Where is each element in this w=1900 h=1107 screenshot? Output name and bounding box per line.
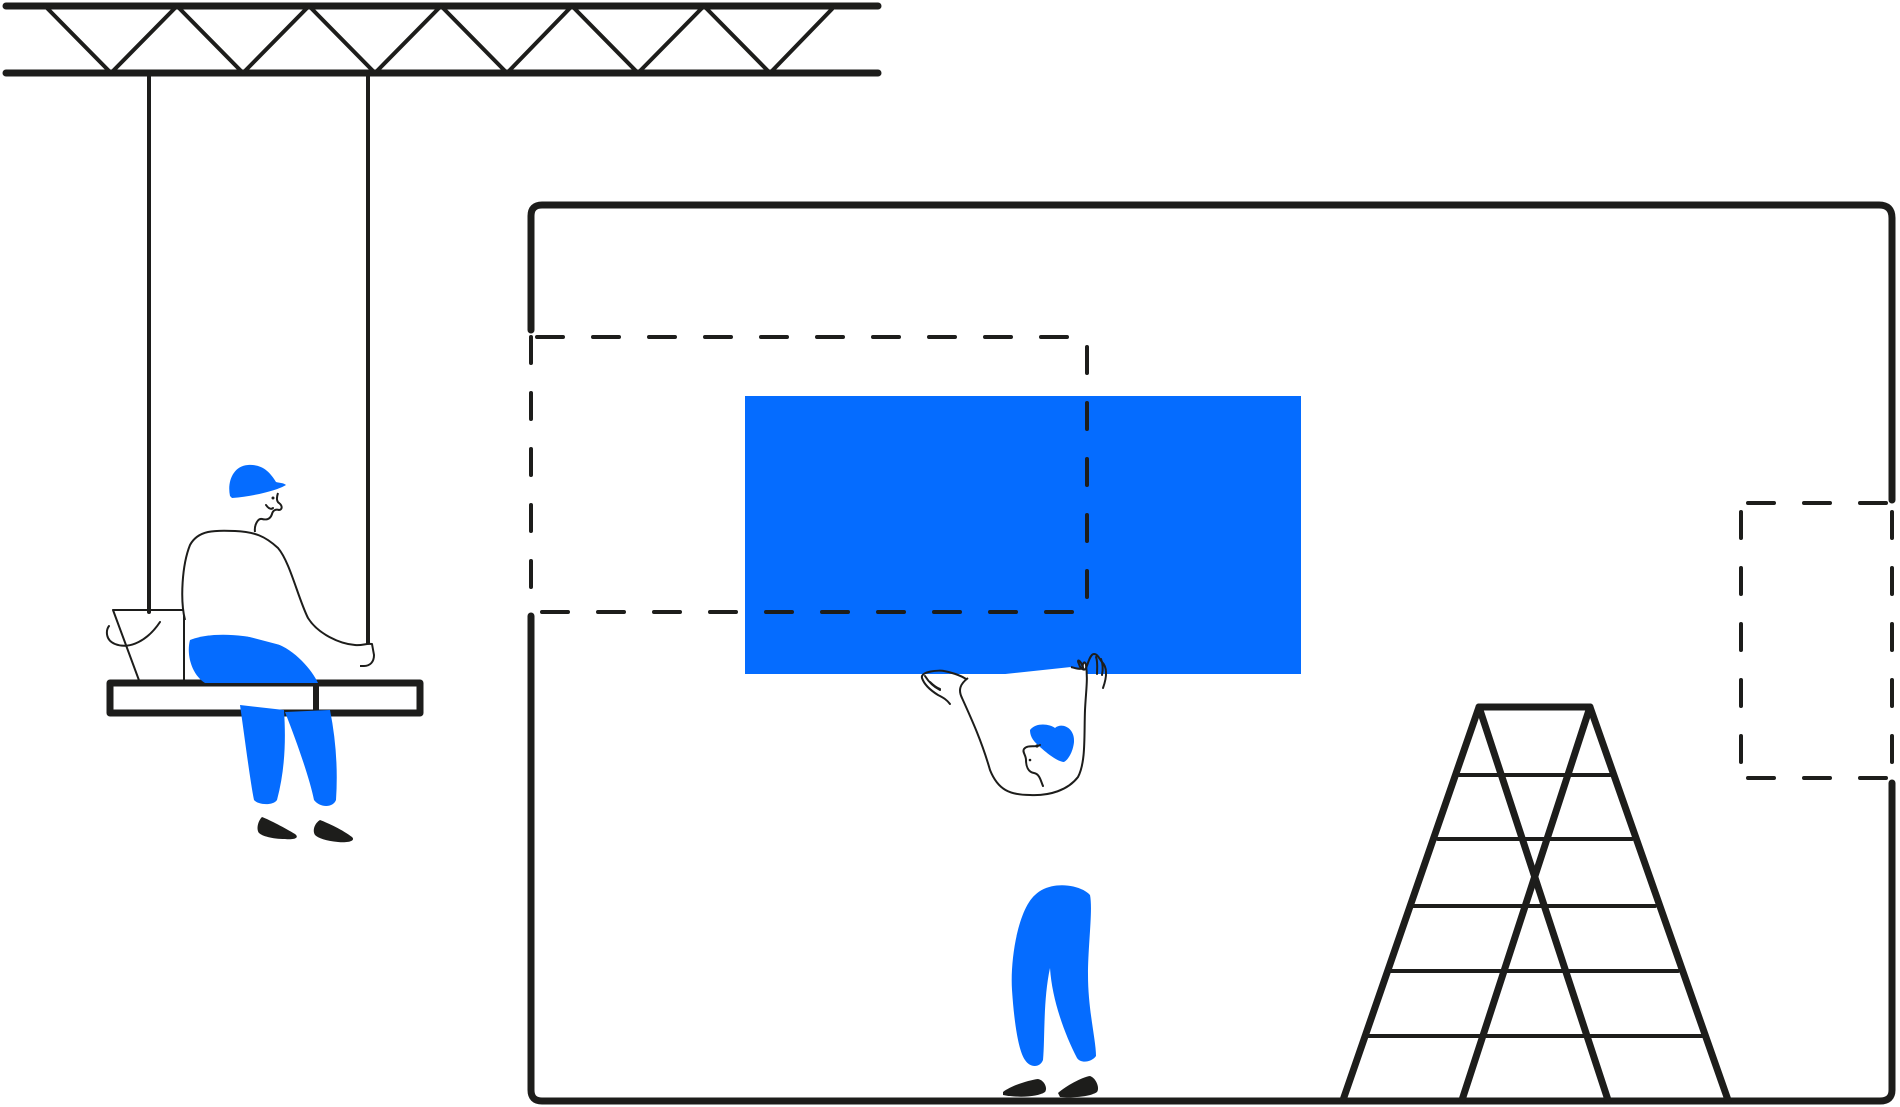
dashed-window-outline-icon (529, 335, 1896, 780)
crane-truss-icon (2, 2, 882, 647)
blue-panel-icon (745, 396, 1301, 674)
worker-lifting-panel-icon (920, 653, 1107, 1098)
worker-on-platform-icon (181, 464, 375, 843)
wall-frame-icon (527, 201, 1896, 1105)
ladder-icon (1339, 703, 1732, 1104)
